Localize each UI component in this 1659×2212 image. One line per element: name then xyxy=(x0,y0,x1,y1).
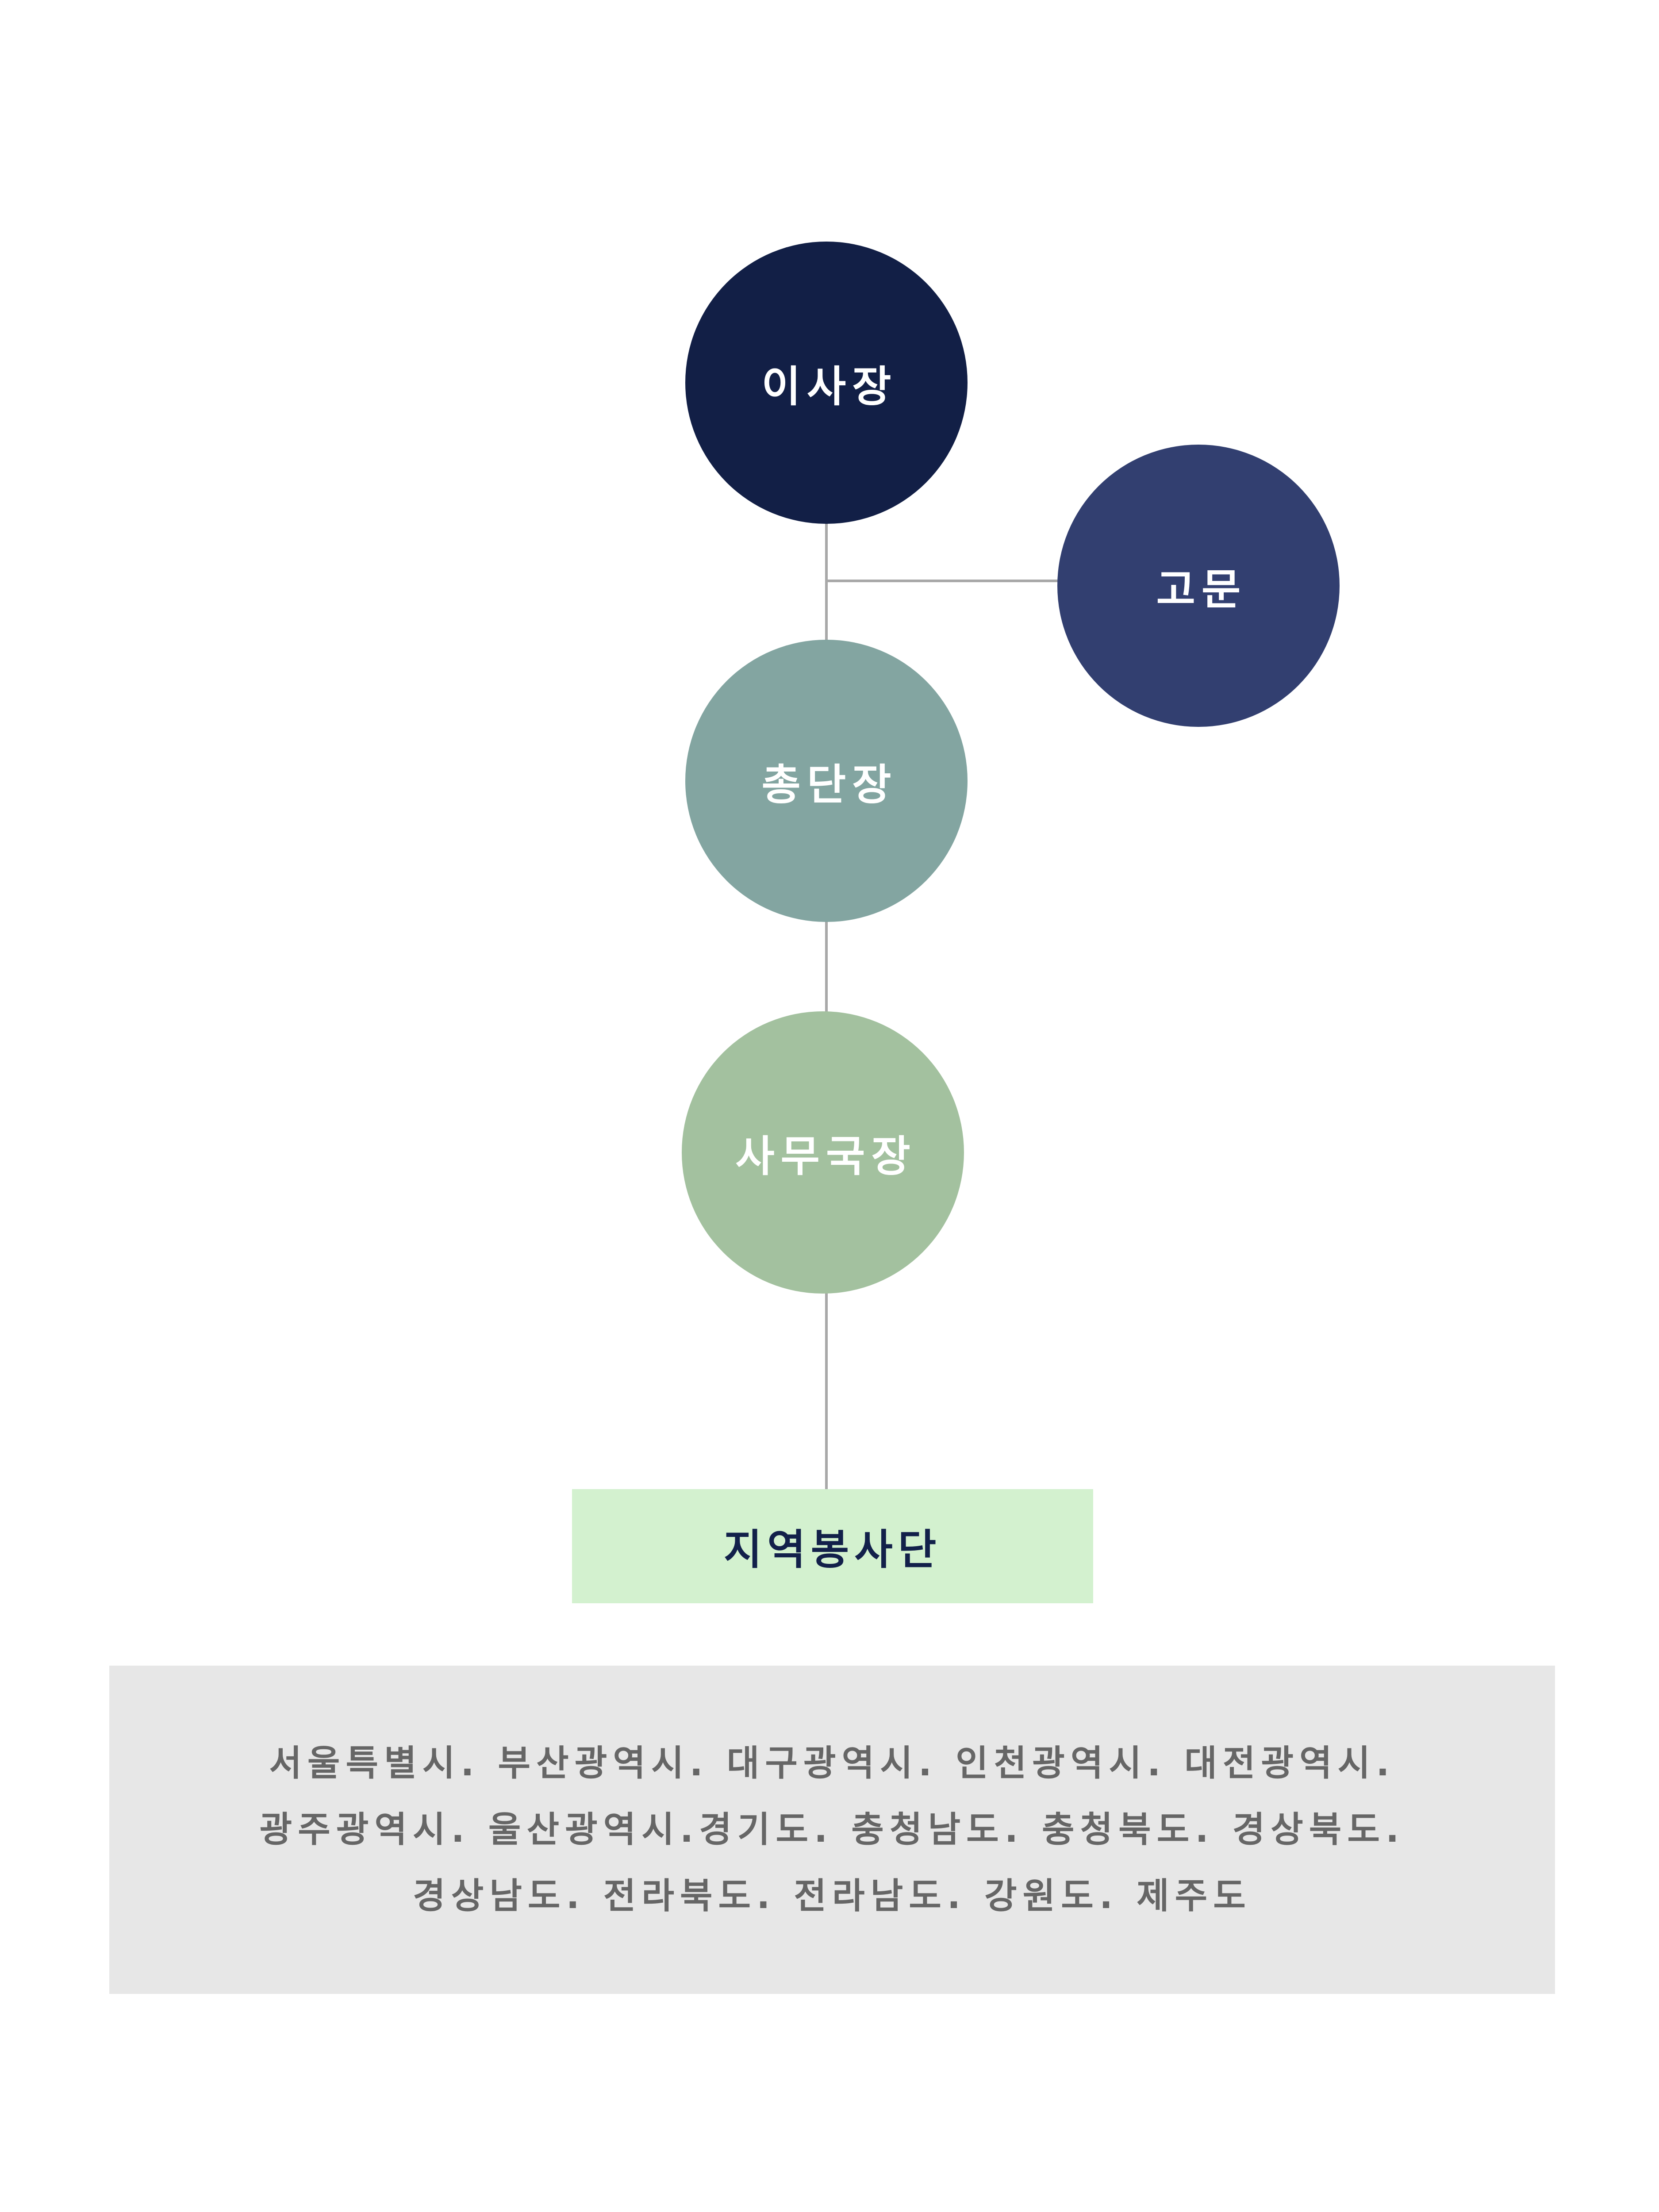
advisor-node: 고문 xyxy=(1057,445,1340,727)
secretary-general-label: 사무국장 xyxy=(735,1131,917,1181)
connector-to-advisor xyxy=(826,580,1061,582)
regions-line-3: 경상남도. 전라북도. 전라남도. 강원도. 제주도 xyxy=(413,1875,1252,1916)
regional-volunteer-unit-label: 지역봉사단 xyxy=(723,1526,942,1574)
regions-box: 서울특별시. 부산광역시. 대구광역시. 인천광역시. 대전광역시. 광주광역시… xyxy=(109,1666,1555,1994)
secretary-general-node: 사무국장 xyxy=(682,1011,964,1294)
general-leader-label: 총단장 xyxy=(761,760,898,810)
general-leader-node: 총단장 xyxy=(685,640,968,922)
chairman-node: 이사장 xyxy=(685,242,968,524)
regional-volunteer-unit-box: 지역봉사단 xyxy=(572,1489,1093,1603)
connector-chairman-to-unit xyxy=(825,522,828,1491)
chairman-label: 이사장 xyxy=(761,361,898,411)
regions-line-1: 서울특별시. 부산광역시. 대구광역시. 인천광역시. 대전광역시. xyxy=(269,1743,1395,1784)
regions-line-2: 광주광역시. 울산광역시.경기도. 충청남도. 충청북도. 경상북도. xyxy=(259,1809,1405,1850)
advisor-label: 고문 xyxy=(1156,565,1247,614)
regions-list: 서울특별시. 부산광역시. 대구광역시. 인천광역시. 대전광역시. 광주광역시… xyxy=(146,1730,1518,1929)
